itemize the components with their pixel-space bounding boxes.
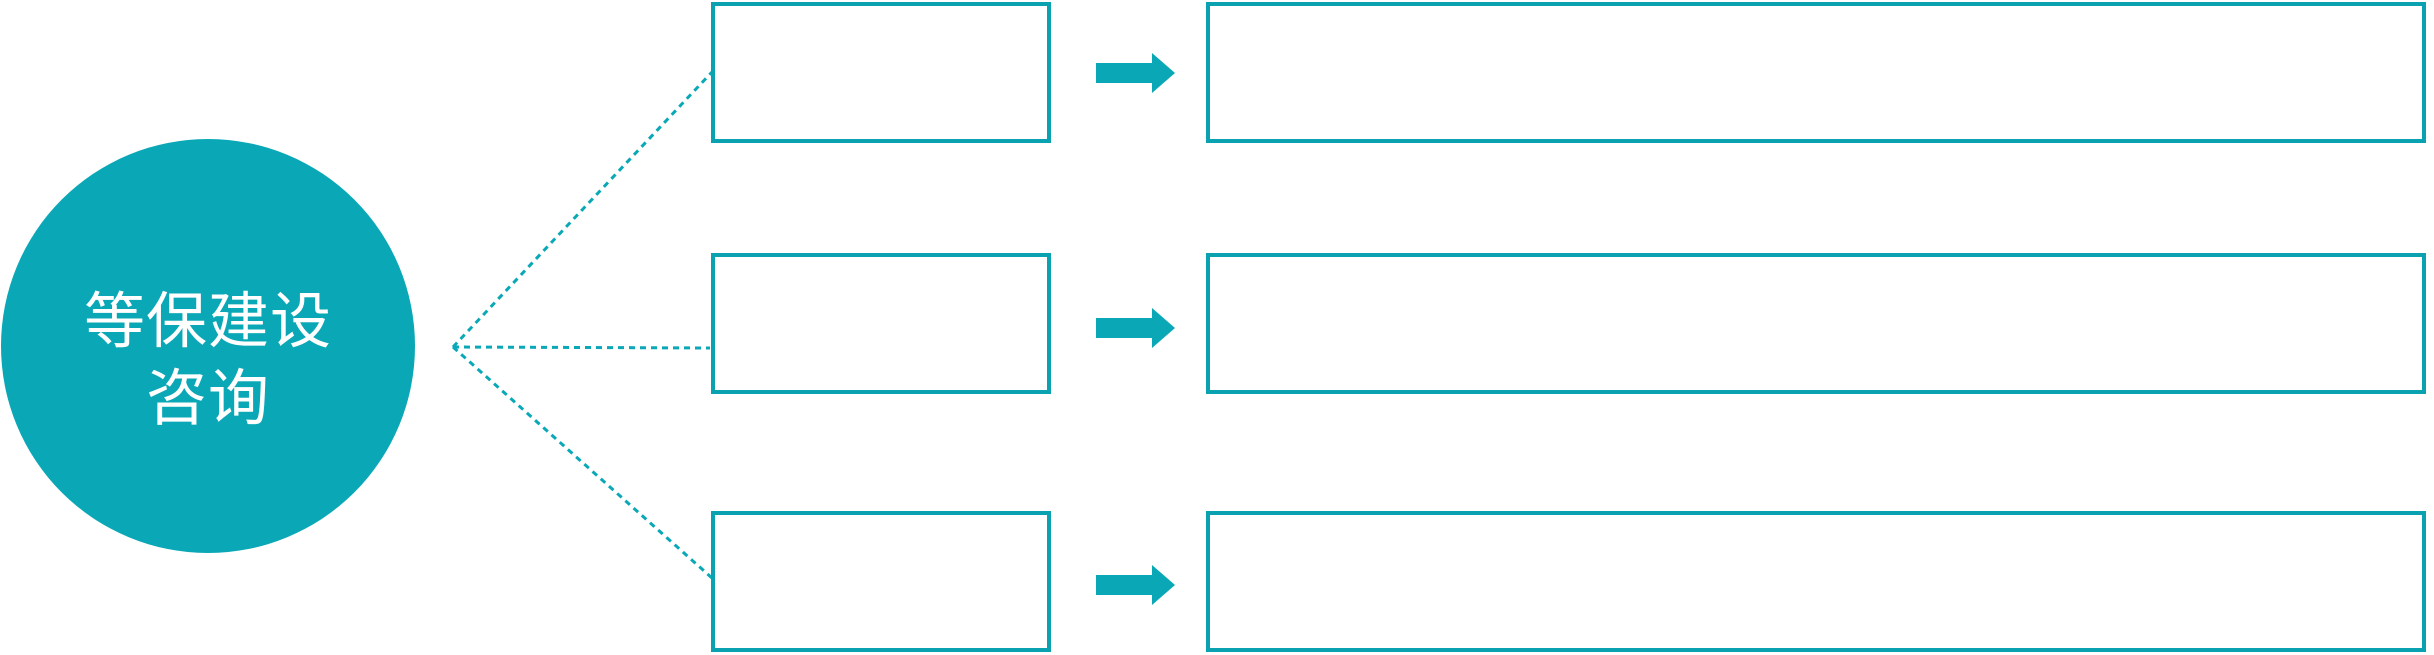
topic-circle-label-line2: 咨询 <box>145 364 270 432</box>
detail-box-1 <box>1206 2 2426 143</box>
topic-circle-label: 等保建设 咨询 <box>84 283 332 437</box>
arrow-right-icon <box>1096 52 1176 94</box>
detail-box-3 <box>1206 511 2426 652</box>
step-box-1 <box>711 2 1051 143</box>
connector-line-top <box>451 70 714 349</box>
connector-line-bottom <box>452 345 713 580</box>
arrow-right-icon <box>1096 307 1176 349</box>
step-box-3 <box>711 511 1051 652</box>
topic-circle: 等保建设 咨询 <box>1 139 415 553</box>
detail-box-2 <box>1206 253 2426 394</box>
topic-circle-label-line1: 等保建设 <box>83 287 332 355</box>
connector-line-middle <box>452 345 711 350</box>
step-box-2 <box>711 253 1051 394</box>
arrow-right-icon <box>1096 564 1176 606</box>
